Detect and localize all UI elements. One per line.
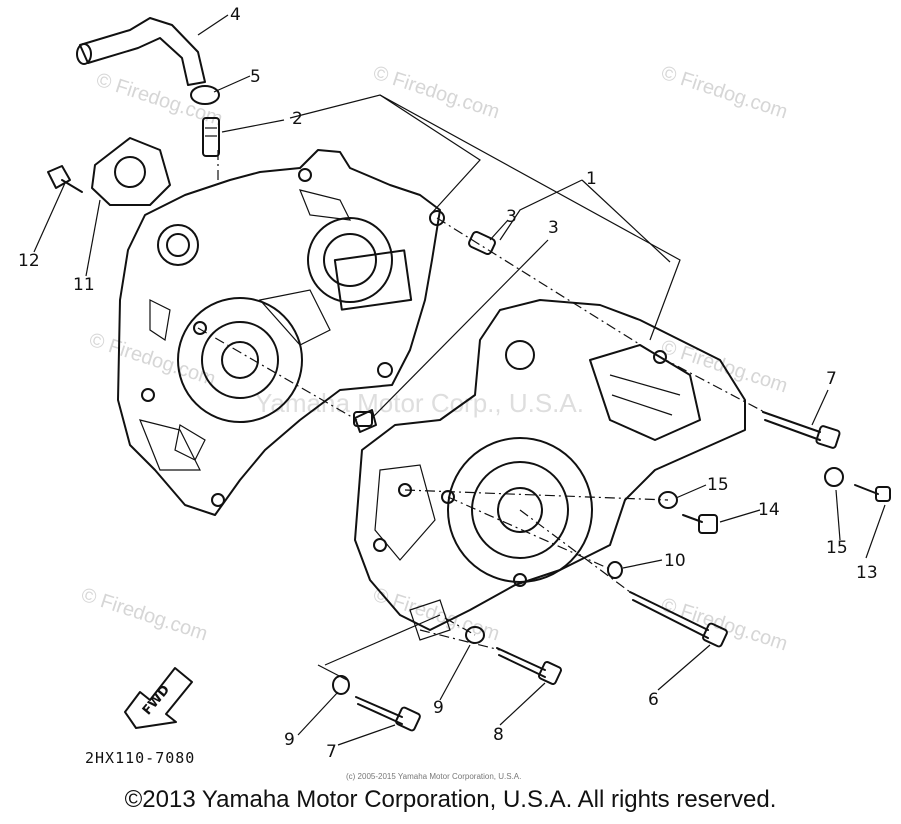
callout-15: 15	[707, 475, 729, 495]
left-crankcase-half	[117, 149, 445, 516]
callout-12: 12	[18, 251, 40, 271]
bolt-part	[355, 696, 421, 732]
leader-lines	[33, 14, 886, 746]
o-ring-part	[607, 561, 623, 579]
callout-labels: 4 5 2 1 3 3 12 11 7 15 14 15 13 10 6 9 8…	[18, 5, 878, 762]
watermark: © Firedog.com	[658, 594, 790, 656]
callout-1: 1	[586, 169, 597, 189]
callout-14: 14	[758, 500, 780, 520]
washer-part	[332, 675, 350, 695]
watermark: © Firedog.com	[658, 62, 790, 124]
callout-10: 10	[664, 551, 686, 571]
flange-bolt-part	[682, 514, 718, 534]
hose-clamp-part	[190, 85, 220, 105]
callout-11: 11	[73, 275, 95, 295]
callout-9: 9	[433, 698, 444, 718]
dowel-pin-part	[353, 411, 373, 427]
diagram-part-code: 2HX110-7080	[85, 749, 196, 767]
callout-8: 8	[493, 725, 504, 745]
watermark: © Firedog.com	[93, 69, 225, 131]
parts	[47, 17, 891, 732]
callout-4: 4	[230, 5, 241, 25]
watermark: © Firedog.com	[370, 62, 502, 124]
gasket-plate-part	[91, 137, 171, 206]
callout-2: 2	[292, 109, 303, 129]
fwd-label: FWD	[140, 682, 173, 718]
callout-15: 15	[826, 538, 848, 558]
copyright-notice: ©2013 Yamaha Motor Corporation, U.S.A. A…	[124, 786, 777, 813]
assembly-lines	[197, 150, 771, 651]
callout-3: 3	[506, 207, 517, 227]
long-bolt-part	[629, 591, 728, 648]
bolt-part	[47, 165, 71, 189]
callout-13: 13	[856, 563, 878, 583]
bolt-part	[854, 484, 891, 502]
breather-fitting-part	[202, 117, 220, 157]
fwd-arrow-icon: FWD	[124, 667, 193, 729]
watermark: © Firedog.com	[86, 329, 218, 391]
callout-7: 7	[326, 742, 337, 762]
right-crankcase-half	[354, 299, 746, 641]
washer-part	[465, 626, 485, 644]
callout-9: 9	[284, 730, 295, 750]
washer-part	[824, 467, 844, 487]
watermark-text: Yamaha Motor Corp., U.S.A.	[255, 388, 584, 418]
callout-7: 7	[826, 369, 837, 389]
long-bolt-part	[762, 411, 841, 449]
dowel-pin-part	[468, 230, 496, 256]
small-copyright-credit: (c) 2005-2015 Yamaha Motor Corporation, …	[346, 772, 522, 781]
callout-6: 6	[648, 690, 659, 710]
watermark: © Firedog.com	[78, 584, 210, 646]
callout-3: 3	[548, 218, 559, 238]
bolt-part	[496, 647, 562, 685]
callout-5: 5	[250, 67, 261, 87]
breather-hose-part	[79, 17, 206, 86]
